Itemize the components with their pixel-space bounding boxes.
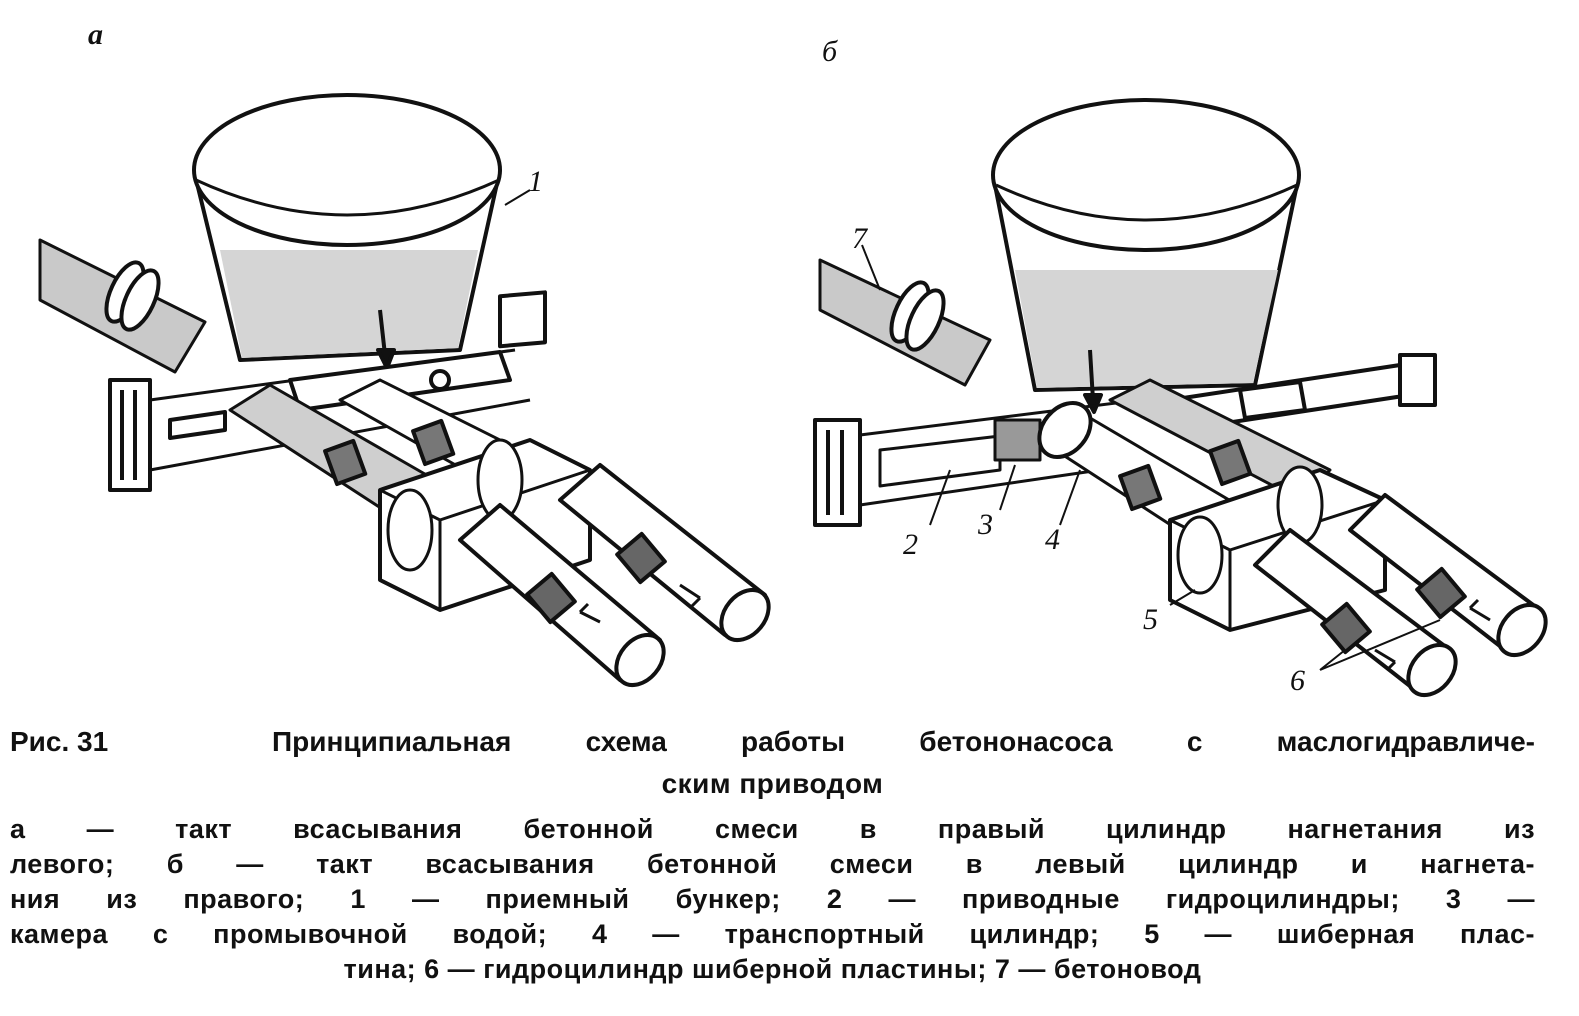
figure-number: Рис. 31 — [10, 726, 109, 757]
part-label-7: 7 — [852, 222, 867, 255]
caption-legend-line: а — такт всасывания бетонной смеси в пра… — [10, 814, 1535, 844]
concrete-pump-diagram — [38, 93, 1548, 698]
panel-label-b: б — [822, 35, 838, 68]
caption-legend-line: камера с промывочной водой; 4 — транспор… — [10, 919, 1535, 949]
part-label-6: 6 — [1290, 664, 1305, 697]
part-label-2: 2 — [903, 528, 918, 561]
part-label-1: 1 — [528, 165, 543, 198]
panel-a-drawing — [38, 93, 771, 688]
caption-legend-line: тина; 6 — гидроцилиндр шиберной пластины… — [343, 954, 1202, 984]
part-label-5: 5 — [1143, 603, 1158, 636]
part-label-4: 4 — [1045, 523, 1060, 556]
part-label-3: 3 — [978, 508, 993, 541]
caption-legend-line: левого; б — такт всасывания бетонной сме… — [10, 849, 1535, 879]
caption-title-line-1: Принципиальная схема работы бетононасоса… — [272, 726, 1535, 757]
panel-label-a: а — [88, 18, 103, 51]
caption-title-line-2: ским приводом — [661, 768, 884, 799]
panel-b-drawing — [813, 98, 1548, 698]
caption-legend-line: ния из правого; 1 — приемный бункер; 2 —… — [10, 884, 1535, 914]
